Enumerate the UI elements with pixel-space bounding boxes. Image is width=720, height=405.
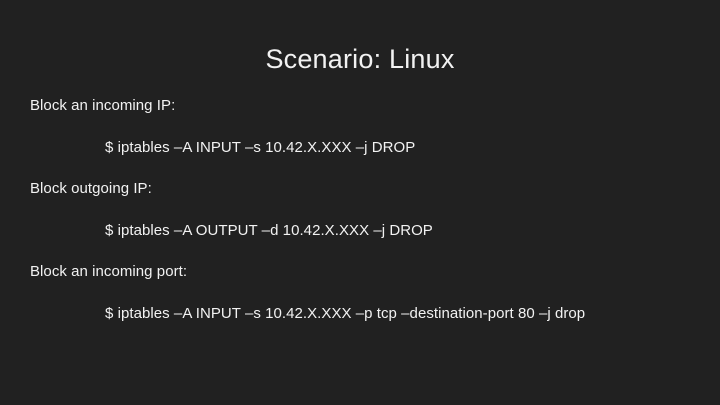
scenario-heading: Block an incoming port: — [30, 263, 188, 280]
scenario-item: Block an incoming port: $ iptables –A IN… — [0, 261, 720, 324]
scenario-command: $ iptables –A INPUT –s 10.42.X.XXX –j DR… — [105, 139, 416, 156]
page-title: Scenario: Linux — [265, 44, 455, 74]
scenario-item: Block an incoming IP: $ iptables –A INPU… — [0, 95, 720, 158]
slide-body: Block an incoming IP: $ iptables –A INPU… — [0, 95, 720, 324]
scenario-item: Block outgoing IP: $ iptables –A OUTPUT … — [0, 178, 720, 241]
scenario-command: $ iptables –A OUTPUT –d 10.42.X.XXX –j D… — [105, 222, 433, 239]
scenario-command: $ iptables –A INPUT –s 10.42.X.XXX –p tc… — [105, 305, 586, 322]
scenario-heading: Block an incoming IP: — [30, 97, 176, 114]
scenario-heading: Block outgoing IP: — [30, 180, 152, 197]
